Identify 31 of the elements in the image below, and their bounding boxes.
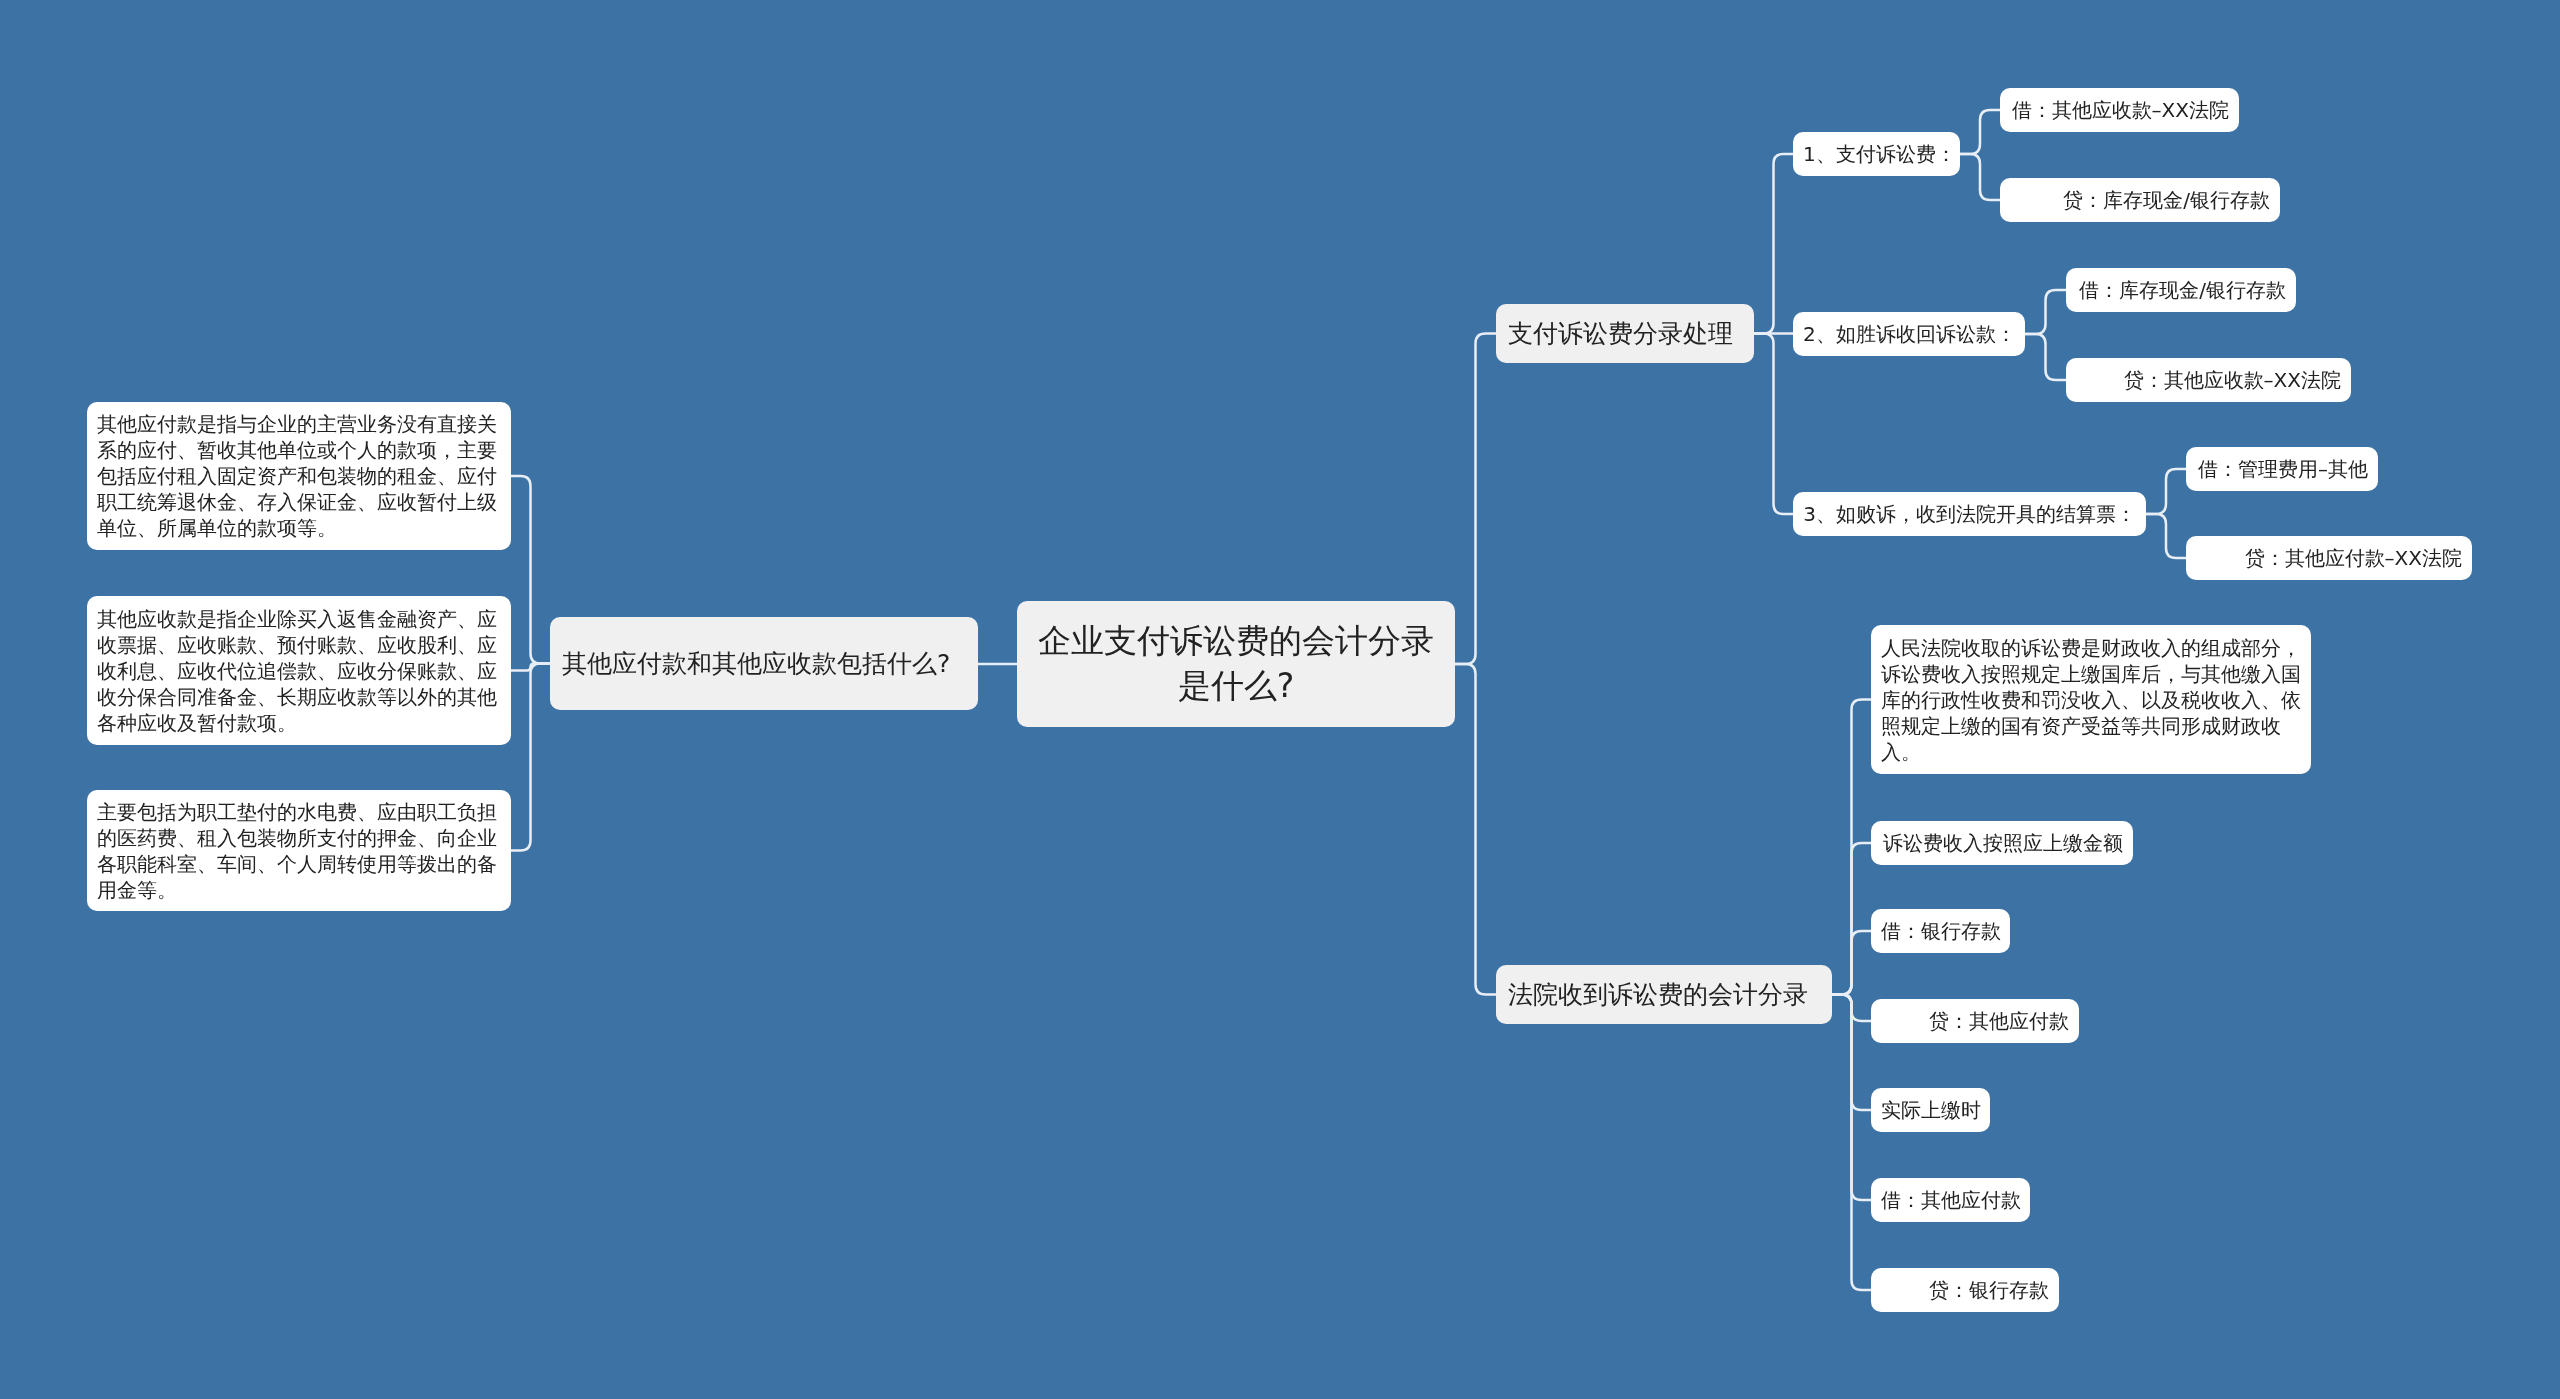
connector-line bbox=[1832, 993, 1871, 1292]
leaf-box: 借：库存现金/银行存款 bbox=[2066, 268, 2296, 312]
leaf-box: 贷：其他应付款–XX法院 bbox=[2186, 536, 2472, 580]
leaf-box: 诉讼费收入按照应上缴金额 bbox=[1871, 821, 2133, 865]
leaf-box: 3、如败诉，收到法院开具的结算票： bbox=[1793, 492, 2146, 536]
leaf-box: 贷：其他应付款 bbox=[1871, 999, 2079, 1043]
connector-line bbox=[2146, 512, 2186, 560]
leaf-box: 借：其他应付款 bbox=[1871, 1178, 2030, 1222]
leaf-box: 1、支付诉讼费： bbox=[1793, 132, 1960, 176]
connector-line bbox=[2025, 332, 2066, 382]
leaf-box: 贷：库存现金/银行存款 bbox=[2000, 178, 2280, 222]
text-card: 人民法院收取的诉讼费是财政收入的组成部分，诉讼费收入按照规定上缴国库后，与其他缴入国库的行政性收费和罚没收入、以及税收收入、依照规定上缴的国有资产受益等共同形成财政收入。 bbox=[1871, 625, 2311, 774]
leaf-box: 借：银行存款 bbox=[1871, 909, 2010, 953]
text-card: 主要包括为职工垫付的水电费、应由职工负担的医药费、租入包装物所支付的押金、向企业各职能科室、车间、个人周转使用等拨出的备用金等。 bbox=[87, 790, 511, 911]
connector-line bbox=[1455, 662, 1496, 996]
text-card: 其他应收款是指企业除买入返售金融资产、应收票据、应收账款、预付账款、应收股利、应收利息、应收代位追偿款、应收分保账款、应收分保合同准备金、长期应收款等以外的其他各种应收及暂付款项。 bbox=[87, 596, 511, 745]
leaf-box: 贷：其他应收款–XX法院 bbox=[2066, 358, 2351, 402]
leaf-box: 借：管理费用–其他 bbox=[2186, 447, 2378, 491]
connector-line bbox=[511, 662, 550, 852]
branch-topic-box: 其他应付款和其他应收款包括什么? bbox=[550, 617, 978, 710]
leaf-box: 2、如胜诉收回诉讼款： bbox=[1793, 312, 2025, 356]
connector-line bbox=[1754, 332, 1793, 516]
branch-topic-box: 支付诉讼费分录处理 bbox=[1496, 304, 1754, 363]
text-card: 其他应付款是指与企业的主营业务没有直接关系的应付、暂收其他单位或个人的款项，主要包括应付租入固定资产和包装物的租金、应付职工统筹退休金、存入保证金、应收暂付上级单位、所属单位的款项等。 bbox=[87, 402, 511, 550]
connector-line bbox=[978, 662, 1017, 666]
leaf-box: 贷：银行存款 bbox=[1871, 1268, 2059, 1312]
central-topic-box: 企业支付诉讼费的会计分录是什么? bbox=[1017, 601, 1455, 727]
connector-line bbox=[1960, 152, 2000, 202]
branch-topic-box: 法院收到诉讼费的会计分录 bbox=[1496, 965, 1832, 1024]
leaf-box: 实际上缴时 bbox=[1871, 1088, 1990, 1132]
leaf-box: 借：其他应收款–XX法院 bbox=[2000, 88, 2239, 132]
